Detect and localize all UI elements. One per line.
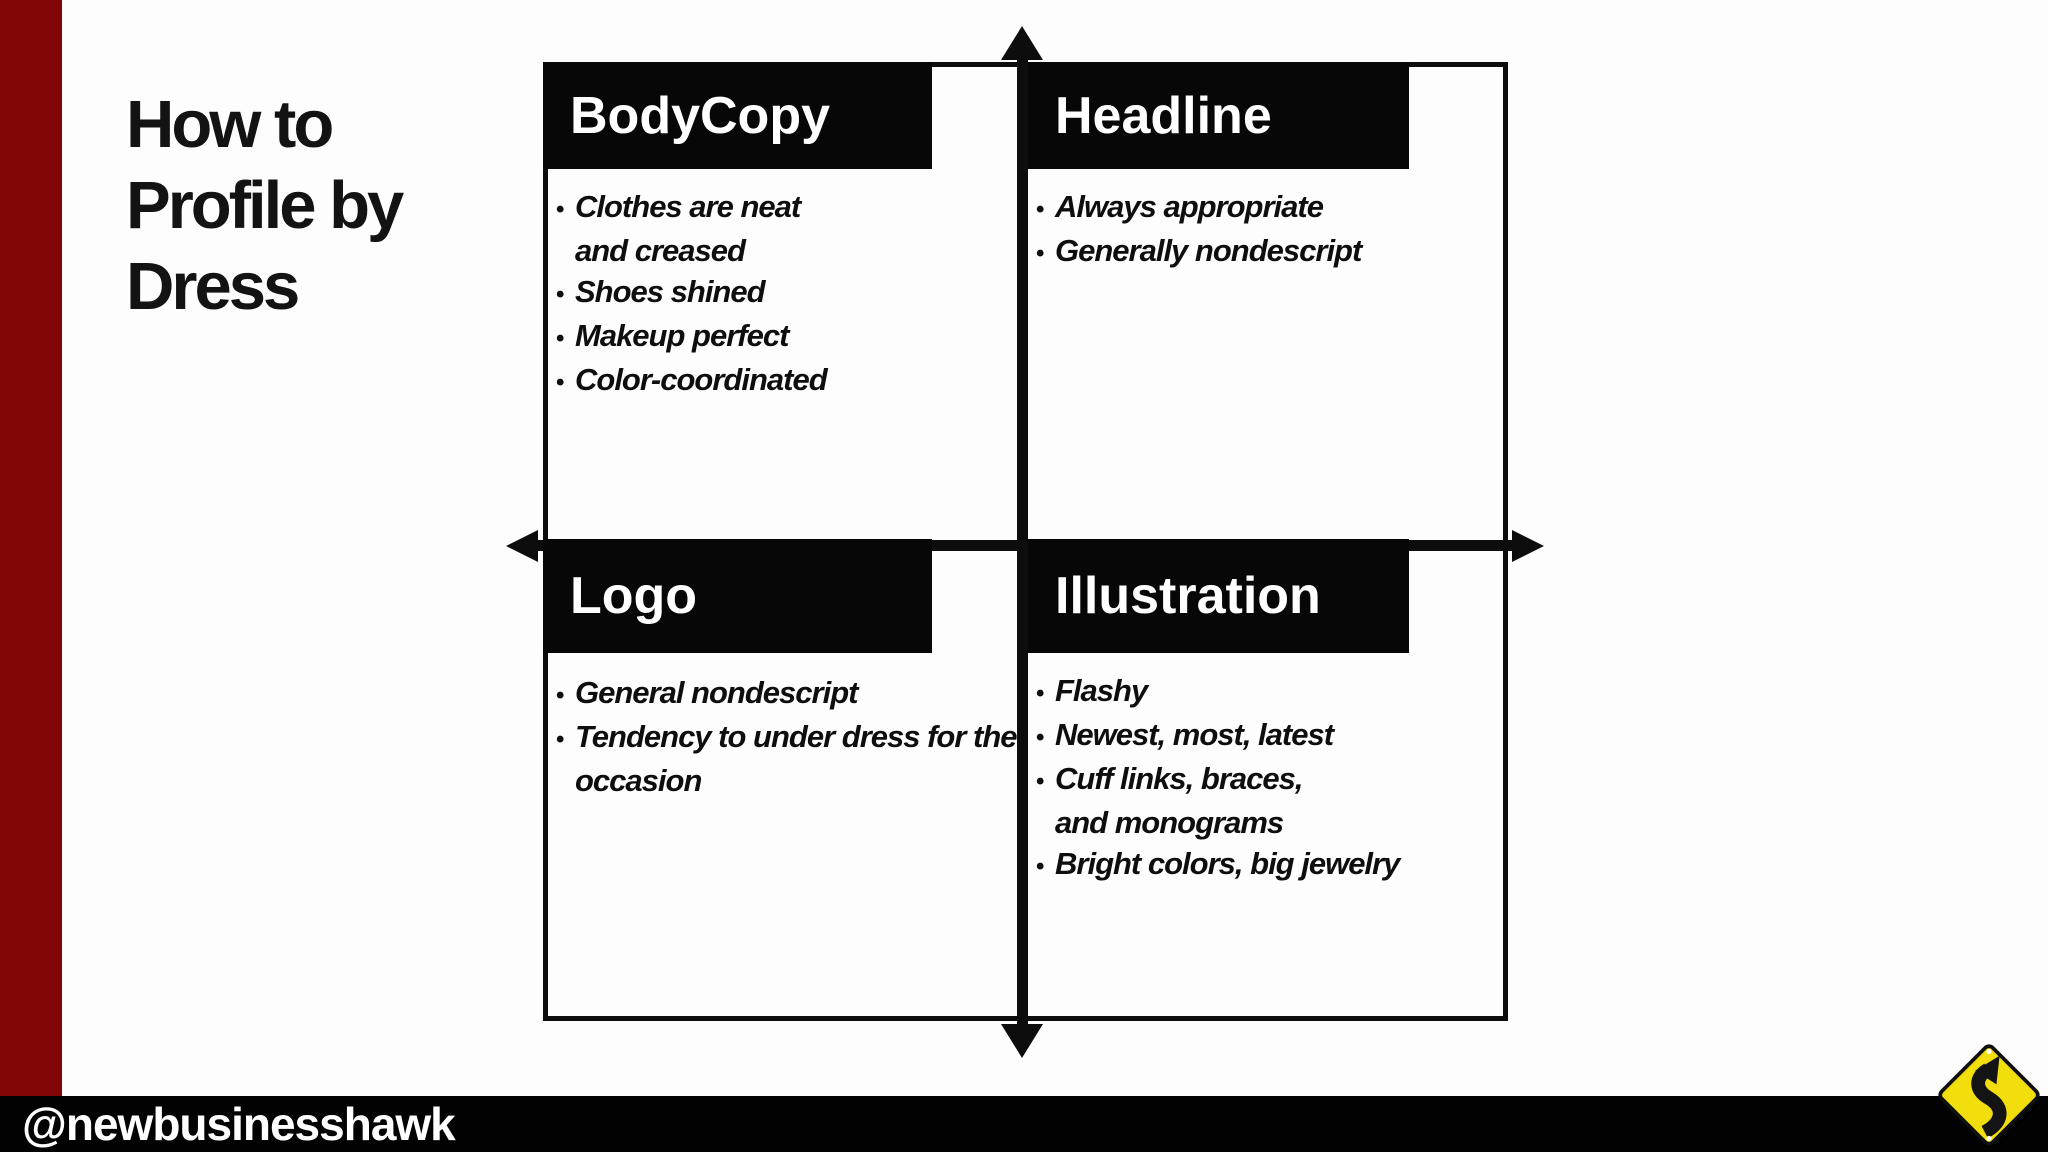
slide-title-line: How to — [126, 87, 334, 162]
bullet-line: • Color-coordinated — [556, 359, 828, 403]
slide-title-line: Profile by — [126, 168, 404, 243]
bullet-line: • Generally nondescript — [1036, 230, 1362, 274]
quadrant-list-bodycopy: • Clothes are neat and creased • Shoes shine… — [556, 186, 828, 403]
bullet-line: • Always appropriate — [1036, 186, 1361, 230]
bullet-text: Newest, most, latest — [1055, 717, 1334, 752]
quadrant-header-label: Logo — [570, 567, 698, 625]
axis-arrow-down-icon — [1001, 1024, 1043, 1058]
bullet-line: and creased — [556, 230, 827, 271]
bullet-line: occasion — [556, 760, 1017, 801]
bullet-line: • Flashy — [1036, 670, 1399, 714]
bullet-text: Generally nondescript — [1055, 233, 1362, 268]
quadrant-header-illustration: Illustration — [1028, 539, 1409, 653]
left-accent-bar — [0, 0, 62, 1096]
bullet-marker: • — [1036, 724, 1045, 751]
quadrant-header-bodycopy: BodyCopy — [543, 62, 932, 169]
footer-social-handle: @newbusinesshawk — [22, 1098, 456, 1150]
bullet-text: Shoes shined — [575, 274, 766, 309]
bullet-text: Always appropriate — [1055, 189, 1324, 224]
bullet-line: • Clothes are neat — [556, 186, 827, 230]
bullet-marker: • — [556, 369, 565, 396]
slide-title-line: Dress — [126, 249, 300, 324]
bullet-text: Makeup perfect — [575, 318, 789, 353]
bullet-text: and creased — [575, 233, 746, 268]
winding-road-sign-icon — [1938, 1044, 2040, 1146]
bullet-marker: • — [1036, 768, 1045, 795]
bullet-line: • General nondescript — [556, 672, 1017, 716]
quadrant-header-logo: Logo — [543, 539, 932, 653]
bullet-marker: • — [1036, 680, 1045, 707]
bullet-line: • Newest, most, latest — [1036, 714, 1399, 758]
bullet-marker: • — [1036, 196, 1045, 223]
bullet-line: • Shoes shined — [556, 271, 827, 315]
bullet-line: • Tendency to under dress for the — [556, 716, 1018, 760]
bullet-marker: • — [556, 325, 565, 352]
bullet-marker: • — [556, 281, 565, 308]
axis-arrow-up-icon — [1001, 26, 1043, 60]
slide-title: How to Profile by Dress — [126, 84, 546, 327]
bullet-text: Clothes are neat — [575, 189, 801, 224]
bullet-text: occasion — [575, 763, 702, 798]
quadrant-list-logo: • General nondescript • Tendency to under d… — [556, 672, 1018, 801]
bullet-line: • Cuff links, braces, — [1036, 758, 1399, 802]
bullet-line: • Makeup perfect — [556, 315, 827, 359]
bullet-text: and monograms — [1055, 805, 1284, 840]
bullet-marker: • — [556, 726, 565, 753]
quadrant-header-headline: Headline — [1028, 62, 1409, 169]
quadrant-header-label: Headline — [1055, 86, 1272, 145]
bullet-text: Cuff links, braces, — [1055, 761, 1303, 796]
bullet-marker: • — [1036, 240, 1045, 267]
bullet-marker: • — [556, 196, 565, 223]
horizontal-axis-line — [520, 540, 1530, 551]
bullet-line: • Bright colors, big jewelry — [1036, 843, 1400, 887]
bullet-text: General nondescript — [575, 675, 858, 710]
bullet-marker: • — [1036, 853, 1045, 880]
quadrant-header-label: Illustration — [1055, 567, 1321, 625]
bullet-marker: • — [556, 682, 565, 709]
bullet-text: Bright colors, big jewelry — [1055, 846, 1400, 881]
axis-arrow-left-icon — [506, 530, 538, 562]
quadrant-header-label: BodyCopy — [570, 86, 830, 145]
bullet-line: and monograms — [1036, 802, 1399, 843]
axis-arrow-right-icon — [1512, 530, 1544, 562]
bullet-text: Color-coordinated — [575, 362, 828, 397]
footer-bar — [0, 1096, 2048, 1152]
bullet-text: Flashy — [1055, 673, 1148, 708]
quadrant-list-headline: • Always appropriate • Generally nondescrip… — [1036, 186, 1362, 274]
bullet-text: Tendency to under dress for the — [575, 719, 1018, 754]
quadrant-list-illustration: • Flashy • Newest, most, latest • Cuff links,… — [1036, 670, 1400, 887]
